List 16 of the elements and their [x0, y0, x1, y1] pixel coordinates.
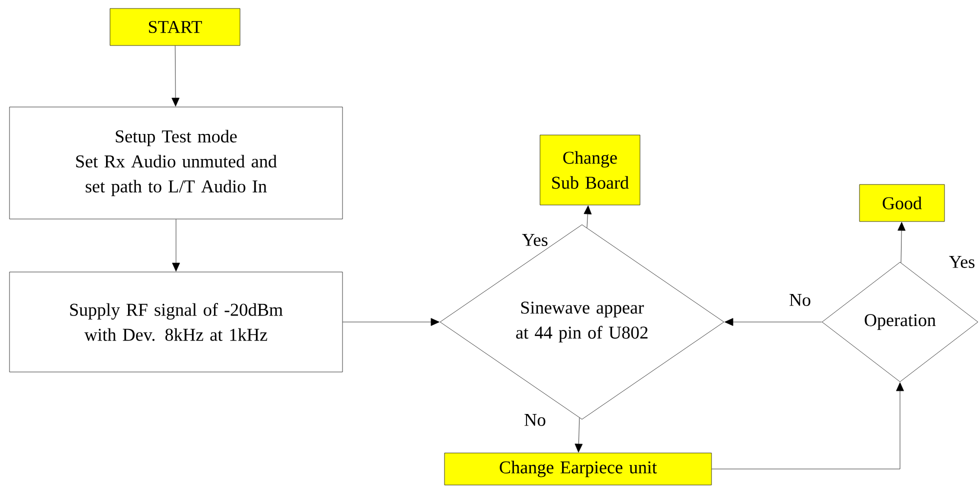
terminal-box: Change Earpiece unit [444, 452, 712, 486]
arrow [712, 382, 904, 470]
process-box: Setup Test mode Set Rx Audio unmuted and set path to L/T Audio In [9, 106, 343, 220]
terminal-box: Change Sub Board [540, 134, 640, 206]
arrow [172, 46, 180, 106]
arrow [584, 205, 592, 228]
arrow [724, 318, 822, 326]
terminal-box: Good [859, 184, 945, 222]
arrow [898, 222, 906, 263]
edge-label: Yes [522, 234, 548, 246]
arrow [574, 418, 583, 452]
arrow [172, 219, 180, 272]
arrow [342, 318, 440, 326]
edge-label: No [790, 294, 810, 306]
process-box: Supply RF signal of -20dBm with Dev. 8kHz at 1kHz [9, 272, 343, 372]
terminal-box: START [110, 8, 240, 46]
